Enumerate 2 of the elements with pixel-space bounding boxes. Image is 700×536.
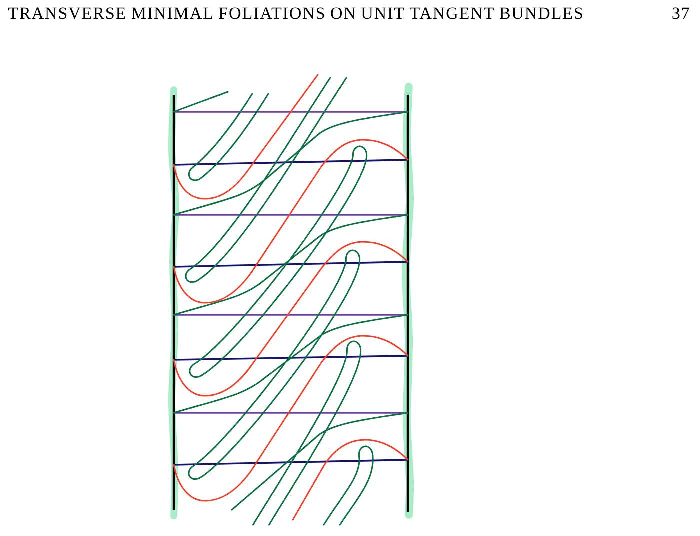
running-head: TRANSVERSE MINIMAL FOLIATIONS ON UNIT TANGENT BUNDLES [8,8,582,20]
page-number: 37 [672,8,690,20]
